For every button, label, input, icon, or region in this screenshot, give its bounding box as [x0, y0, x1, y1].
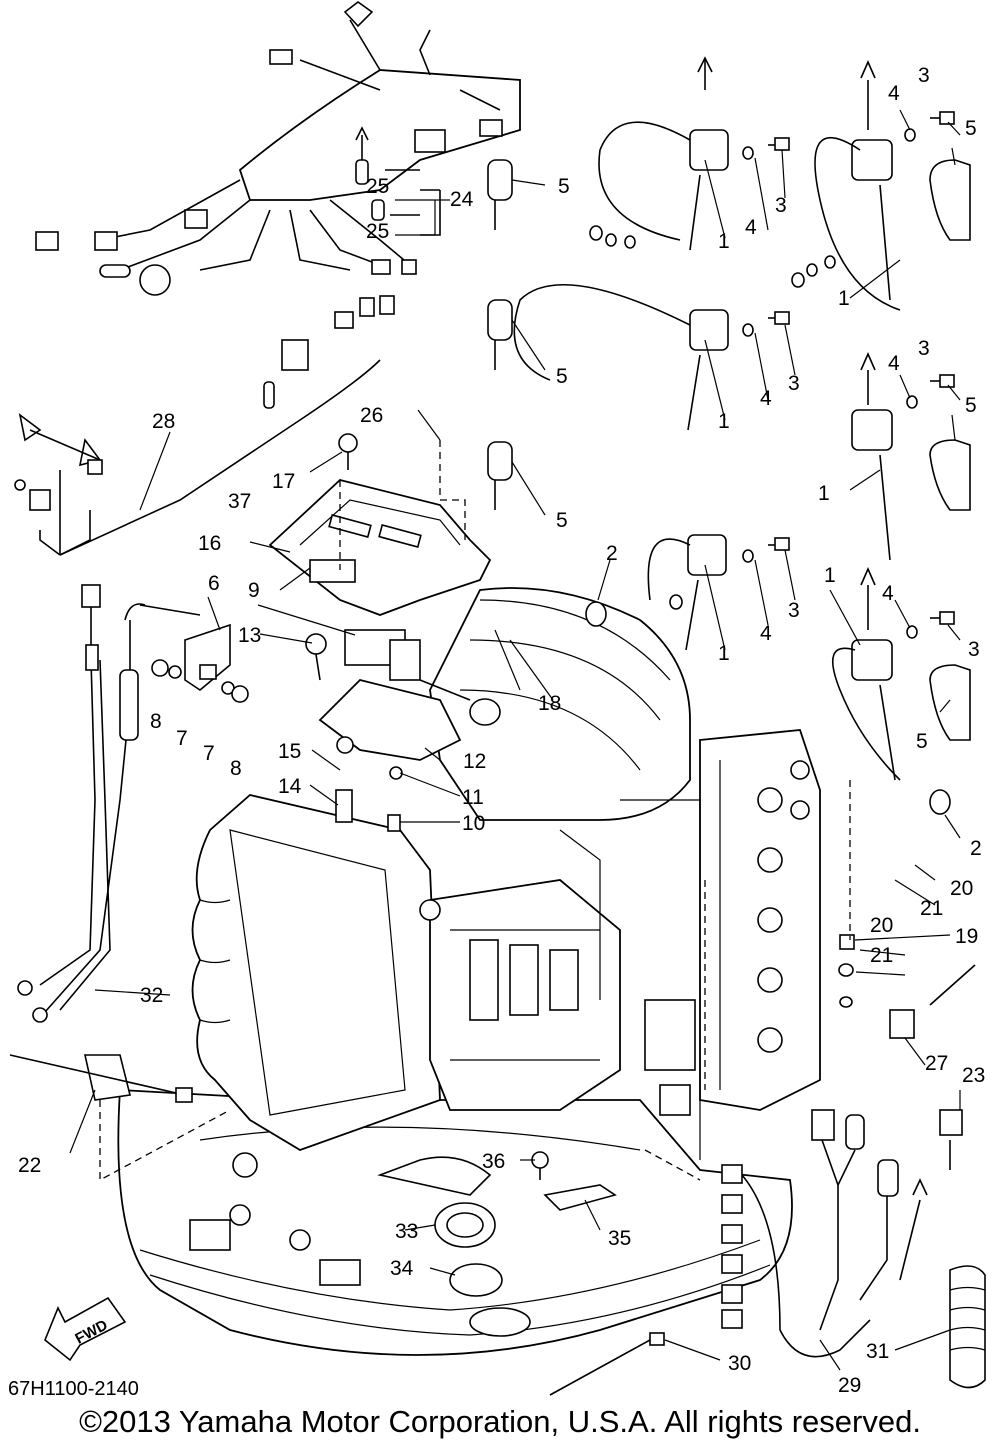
callout-1: 1 — [718, 410, 730, 433]
callout-27: 27 — [925, 1052, 948, 1075]
callout-20: 20 — [950, 877, 973, 900]
callout-4: 4 — [888, 82, 900, 105]
callout-25: 25 — [366, 175, 389, 198]
callout-4: 4 — [760, 622, 772, 645]
callout-21: 21 — [920, 897, 943, 920]
ignition-coils — [487, 56, 971, 815]
callout-5: 5 — [916, 730, 928, 753]
callout-3: 3 — [775, 194, 787, 217]
wire-harness — [35, 1, 521, 329]
callout-25: 25 — [366, 220, 389, 243]
callout-5: 5 — [558, 175, 570, 198]
callout-8: 8 — [230, 757, 242, 780]
callout-5: 5 — [556, 365, 568, 388]
callout-5: 5 — [556, 509, 568, 532]
callout-30: 30 — [728, 1352, 751, 1375]
callout-24: 24 — [450, 188, 474, 211]
callout-26: 26 — [360, 404, 383, 427]
callout-1: 1 — [718, 642, 730, 665]
callout-37: 37 — [228, 490, 251, 513]
callout-9: 9 — [248, 579, 260, 602]
part-code: 67H1100-2140 — [8, 1378, 139, 1400]
leader-lines — [69, 109, 961, 1371]
callout-20: 20 — [870, 914, 893, 937]
callout-3: 3 — [788, 372, 800, 395]
sub-harness — [14, 339, 381, 556]
callout-31: 31 — [866, 1340, 889, 1363]
callout-3: 3 — [918, 337, 930, 360]
callout-13: 13 — [238, 624, 261, 647]
callout-21: 21 — [870, 944, 893, 967]
callout-34: 34 — [390, 1257, 414, 1280]
callout-5: 5 — [965, 117, 977, 140]
ground-bracket — [139, 604, 249, 703]
cable-tie-holder — [9, 1054, 193, 1103]
callout-3: 3 — [918, 64, 930, 87]
callout-labels: 1 1 1 1 1 1 2 2 2 3 3 3 3 3 3 4 4 4 4 4 … — [18, 64, 985, 1397]
callout-1: 1 — [818, 482, 830, 505]
callout-8: 8 — [150, 710, 162, 733]
callout-11: 11 — [462, 786, 484, 809]
rectifier-plate — [305, 629, 501, 832]
callout-32: 32 — [140, 984, 163, 1007]
grommet-parts — [377, 1151, 617, 1297]
callout-3: 3 — [788, 599, 800, 622]
callout-33: 33 — [395, 1220, 418, 1243]
callout-4: 4 — [882, 582, 894, 605]
callout-36: 36 — [482, 1150, 505, 1173]
callout-3: 3 — [968, 638, 980, 661]
callout-29: 29 — [838, 1374, 861, 1397]
callout-14: 14 — [278, 775, 302, 798]
callout-7: 7 — [176, 727, 188, 750]
callout-18: 18 — [538, 692, 561, 715]
callout-1: 1 — [718, 230, 730, 253]
copyright-notice: ©2013 Yamaha Motor Corporation, U.S.A. A… — [79, 1404, 921, 1439]
callout-4: 4 — [760, 387, 772, 410]
callout-17: 17 — [272, 470, 295, 493]
callout-2: 2 — [606, 542, 618, 565]
battery-cables — [17, 584, 146, 1023]
lower-right-parts — [549, 934, 986, 1396]
connector-stack — [721, 1164, 743, 1329]
callout-5: 5 — [965, 394, 977, 417]
callout-15: 15 — [278, 740, 301, 763]
callout-2: 2 — [970, 837, 982, 860]
callout-7: 7 — [203, 742, 215, 765]
bracket-assembly — [268, 433, 492, 616]
callout-22: 22 — [18, 1154, 41, 1177]
callout-23: 23 — [962, 1064, 985, 1087]
fwd-arrow: FWD — [44, 1296, 127, 1362]
callout-10: 10 — [462, 812, 485, 835]
callout-4: 4 — [745, 216, 757, 239]
callout-19: 19 — [955, 925, 978, 948]
callout-12: 12 — [463, 750, 486, 773]
callout-35: 35 — [608, 1227, 631, 1250]
engine-block — [117, 587, 821, 1356]
callout-1: 1 — [824, 564, 836, 587]
callout-4: 4 — [888, 352, 900, 375]
callout-1: 1 — [838, 287, 850, 310]
callout-6: 6 — [208, 572, 220, 595]
callout-28: 28 — [152, 410, 175, 433]
callout-16: 16 — [198, 532, 221, 555]
